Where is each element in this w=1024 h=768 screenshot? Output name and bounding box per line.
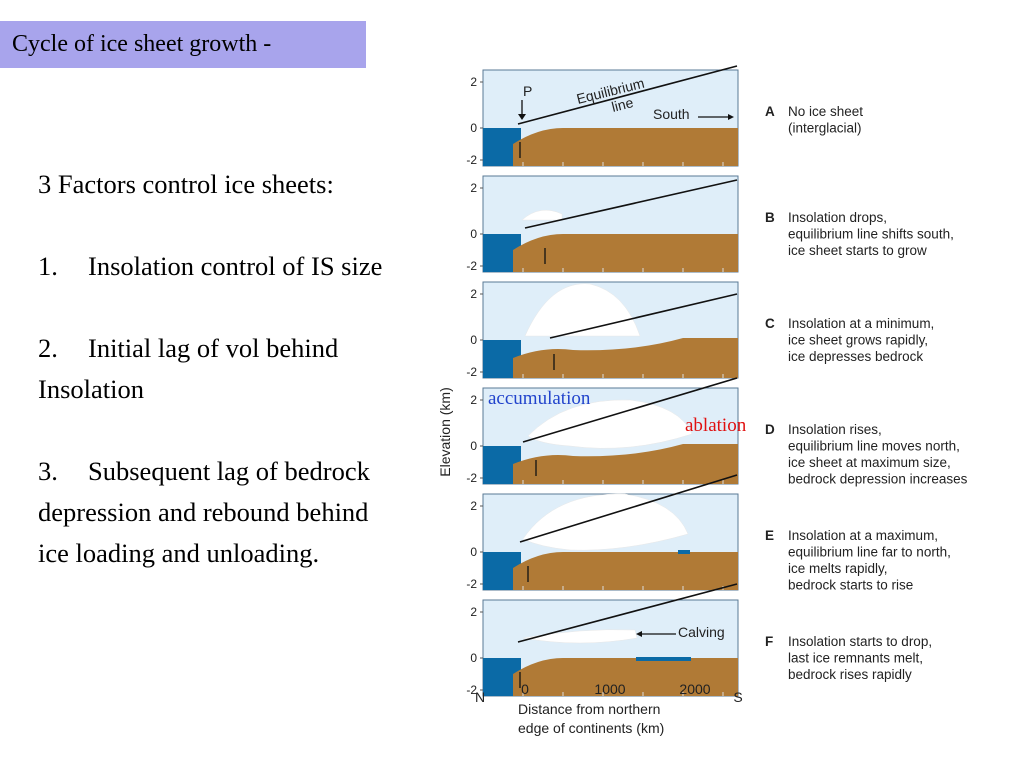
factor-item-2-continued: Insolation xyxy=(38,374,144,404)
south-label: South xyxy=(653,106,690,122)
panel-letter-D: D xyxy=(765,422,775,437)
y-tick-label: 2 xyxy=(470,605,477,619)
ablation-label: ablation xyxy=(685,415,747,436)
factor-text: Insolation control of IS size xyxy=(88,251,383,281)
calving-arrowhead xyxy=(636,631,642,637)
equilibrium-line-2 xyxy=(549,293,738,339)
panel-letter-C: C xyxy=(765,316,775,331)
panel-letter-F: F xyxy=(765,634,773,649)
panel-caption-line: equilibrium line shifts south, xyxy=(788,227,954,242)
panel-letter-A: A xyxy=(765,104,775,119)
point-p-arrowhead xyxy=(518,114,526,120)
y-tick-label: -2 xyxy=(466,577,477,591)
panel-caption-line: ice melts rapidly, xyxy=(788,561,888,576)
x-tick-label: 1000 xyxy=(594,681,625,697)
factor-number: 3. xyxy=(38,456,58,486)
factor-number: 2. xyxy=(38,333,58,363)
y-tick-label: -2 xyxy=(466,259,477,273)
panel-bedrock-4 xyxy=(513,552,738,590)
y-tick-label: 2 xyxy=(470,499,477,513)
factor-item-1: 1. Insolation control of IS size xyxy=(38,246,468,287)
factor-text: Initial lag of vol behind xyxy=(88,333,339,363)
panel-caption-line: bedrock depression increases xyxy=(788,472,968,487)
panel-caption-line: equilibrium line moves north, xyxy=(788,439,960,454)
equilibrium-line-3 xyxy=(522,377,738,443)
equilibrium-line-1 xyxy=(524,179,738,229)
panel-bedrock-0 xyxy=(513,128,738,166)
calving-water xyxy=(636,657,691,661)
equilibrium-line-0 xyxy=(517,65,738,125)
y-tick-label: 0 xyxy=(470,333,477,347)
calving-label: Calving xyxy=(678,624,725,640)
panel-caption-line: Insolation rises, xyxy=(788,422,882,437)
x-axis-label-line2: edge of continents (km) xyxy=(518,720,664,736)
y-tick-label: 0 xyxy=(470,651,477,665)
y-tick-label: 2 xyxy=(470,393,477,407)
y-tick-label: 0 xyxy=(470,439,477,453)
y-tick-label: 0 xyxy=(470,227,477,241)
y-tick-label: -2 xyxy=(466,365,477,379)
factor-item-3-continued: ice loading and unloading. xyxy=(38,538,320,568)
y-tick-label: 0 xyxy=(470,121,477,135)
x-tick-label: 0 xyxy=(521,681,529,697)
factors-list: 3 Factors control ice sheets: 1. Insolati… xyxy=(38,164,468,574)
factor-item-3-continued: depression and rebound behind xyxy=(38,497,369,527)
meltwater-pool xyxy=(678,550,690,554)
line-label: line xyxy=(610,94,635,115)
ice-sheet-1 xyxy=(521,209,563,221)
factor-text: Subsequent lag of bedrock xyxy=(88,456,370,486)
panel-caption-line: (interglacial) xyxy=(788,121,862,136)
panel-caption-line: Insolation at a minimum, xyxy=(788,316,934,331)
panel-caption-line: ice sheet grows rapidly, xyxy=(788,333,928,348)
x-south-label: S xyxy=(733,689,742,705)
south-arrowhead xyxy=(728,114,734,120)
y-tick-label: 2 xyxy=(470,181,477,195)
equilibrium-line-4 xyxy=(519,474,738,543)
panel-bedrock-3 xyxy=(513,444,738,484)
x-north-label: N xyxy=(475,689,485,705)
panel-caption-line: ice depresses bedrock xyxy=(788,349,923,364)
y-tick-label: -2 xyxy=(466,683,477,697)
panel-letter-E: E xyxy=(765,528,774,543)
panel-caption-line: Insolation starts to drop, xyxy=(788,634,932,649)
y-tick-label: -2 xyxy=(466,471,477,485)
factors-heading: 3 Factors control ice sheets: xyxy=(38,169,334,199)
factor-number: 1. xyxy=(38,251,58,281)
panel-caption-line: ice sheet at maximum size, xyxy=(788,455,951,470)
y-tick-label: 0 xyxy=(470,545,477,559)
x-tick-label: 2000 xyxy=(679,681,710,697)
panel-letter-B: B xyxy=(765,210,775,225)
x-axis-label-line1: Distance from northern xyxy=(518,701,660,717)
panel-caption-line: ice sheet starts to grow xyxy=(788,243,927,258)
slide-title: Cycle of ice sheet growth - xyxy=(0,21,366,68)
panel-caption-line: No ice sheet xyxy=(788,104,863,119)
factor-item-3: 3. Subsequent lag of bedrock xyxy=(38,451,468,492)
panel-bedrock-2 xyxy=(513,338,738,378)
point-p-label: P xyxy=(523,83,532,99)
y-axis-label: Elevation (km) xyxy=(437,387,453,476)
panel-bedrock-5 xyxy=(513,658,738,696)
equilibrium-line-5 xyxy=(517,583,738,643)
panel-caption-line: last ice remnants melt, xyxy=(788,651,923,666)
panel-bedrock-1 xyxy=(513,234,738,272)
accumulation-label: accumulation xyxy=(488,388,591,409)
panel-caption-line: Insolation at a maximum, xyxy=(788,528,938,543)
ice-sheet-4 xyxy=(522,493,689,551)
y-tick-label: 2 xyxy=(470,75,477,89)
factor-item-2: 2. Initial lag of vol behind xyxy=(38,328,468,369)
ice-sheet-3 xyxy=(527,399,693,449)
panel-caption-line: Insolation drops, xyxy=(788,210,887,225)
panel-caption-line: bedrock rises rapidly xyxy=(788,667,912,682)
y-tick-label: -2 xyxy=(466,153,477,167)
panel-caption-line: equilibrium line far to north, xyxy=(788,545,951,560)
y-tick-label: 2 xyxy=(470,287,477,301)
panel-caption-line: bedrock starts to rise xyxy=(788,578,913,593)
